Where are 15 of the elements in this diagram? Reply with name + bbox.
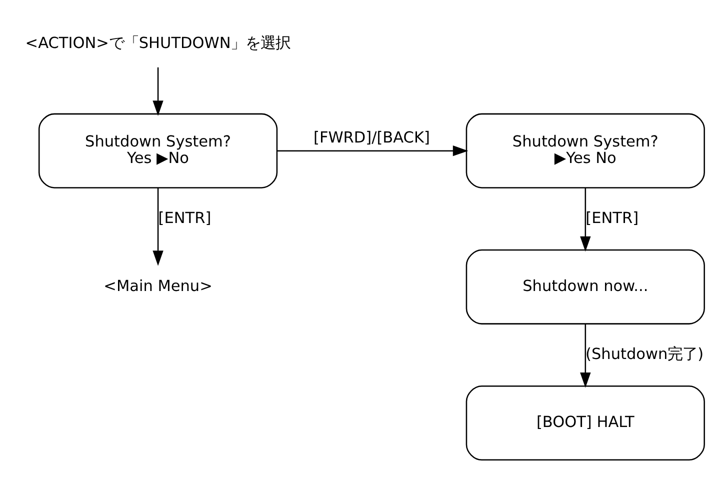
arrow — [152, 188, 164, 266]
node-box: Shutdown now... — [466, 249, 705, 324]
arrow — [152, 67, 164, 116]
node-box: Shutdown System? ▶Yes No — [466, 113, 705, 188]
edge-label: [ENTR] — [586, 208, 639, 227]
node-text: <ACTION>で「SHUTDOWN」を選択 — [25, 34, 291, 52]
arrow — [580, 324, 591, 388]
edge-label: [FWRD]/[BACK] — [314, 128, 430, 147]
node-box: [BOOT] HALT — [466, 386, 705, 461]
edge-label: [ENTR] — [158, 208, 212, 227]
edge-label: (Shutdown完了) — [586, 344, 704, 363]
arrow — [580, 188, 591, 252]
node-text: <Main Menu> — [104, 276, 212, 295]
arrow — [277, 145, 468, 156]
node-box: Shutdown System? Yes ▶No — [38, 113, 278, 188]
